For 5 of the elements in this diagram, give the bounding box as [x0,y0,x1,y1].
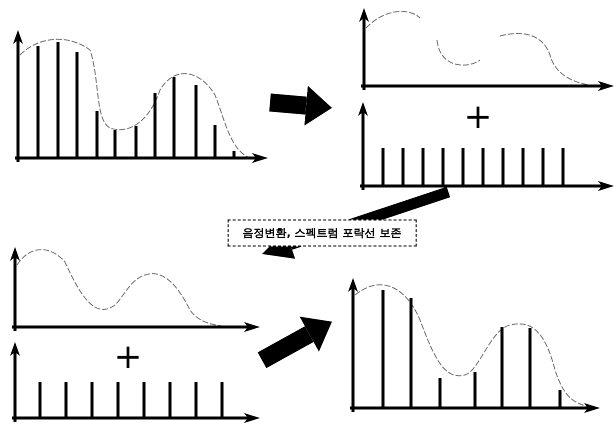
arrow [269,86,332,126]
arrow [258,316,332,368]
edge-label: 음정변환, 스펙트럼 포락선 보존 [228,220,416,246]
plus-sign: + [464,100,492,134]
plus-sign: + [114,340,142,374]
